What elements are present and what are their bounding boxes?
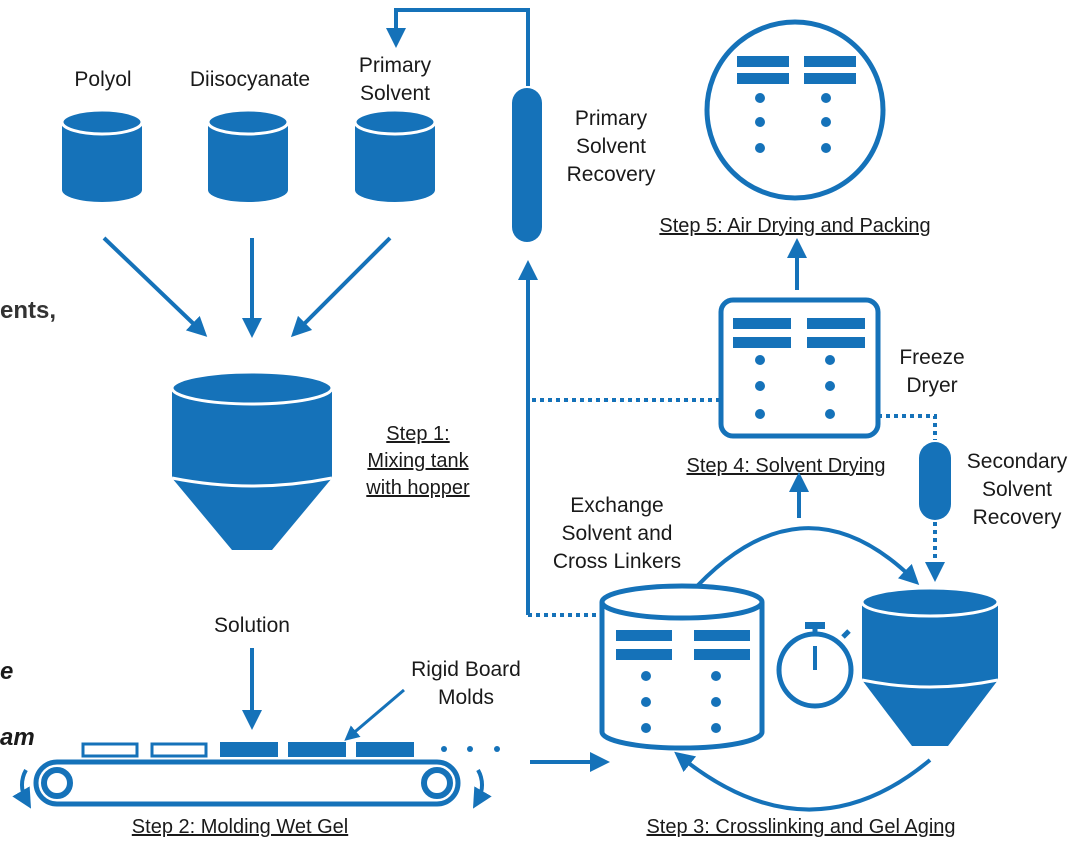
secondary-recovery-label-line1: Secondary	[967, 450, 1068, 473]
recovery-column-icon	[512, 88, 542, 242]
step1-label-line1: Step 1:	[386, 423, 449, 445]
exchange-label-line2: Solvent and	[562, 522, 673, 545]
primary-solvent-label-line2: Solvent	[360, 82, 430, 105]
conveyor-belt-icon	[12, 742, 500, 809]
freeze-dryer-label-line2: Dryer	[906, 374, 957, 397]
arrow-vat-to-hopper	[686, 526, 920, 598]
polyol-tank	[60, 108, 144, 202]
step5-label: Step 5: Air Drying and Packing	[659, 215, 930, 237]
step4-label: Step 4: Solvent Drying	[687, 455, 886, 477]
solution-label: Solution	[214, 614, 290, 637]
primary-solvent-tank	[353, 108, 437, 202]
secondary-recovery-column-icon	[919, 442, 951, 520]
arrow-solvent-to-mixer	[290, 236, 392, 338]
mixing-hopper-icon	[170, 370, 334, 550]
arrow-polyol-to-mixer	[102, 236, 208, 337]
secondary-recovery-label-line2: Solvent	[982, 478, 1052, 501]
dotted-line-dryer-to-secondary	[878, 414, 937, 440]
exchange-vat-icon	[599, 583, 765, 751]
cropped-text-ents: ents,	[0, 297, 56, 324]
cropped-text-am: am	[0, 724, 35, 751]
diisocyanate-tank	[206, 108, 290, 202]
primary-recovery-label-line2: Solvent	[576, 135, 646, 158]
step1-label-line3: with hopper	[365, 477, 470, 499]
exchange-label-line3: Cross Linkers	[553, 550, 681, 573]
diisocyanate-label: Diisocyanate	[190, 68, 310, 91]
stopwatch-icon	[776, 622, 854, 709]
packing-circle-icon	[704, 19, 886, 201]
step3-label: Step 3: Crosslinking and Gel Aging	[646, 816, 955, 838]
arrow-molds-pointer	[344, 688, 405, 741]
cropped-text-e: e	[0, 658, 13, 685]
freeze-dryer-icon	[718, 297, 881, 439]
freeze-dryer-label-line1: Freeze	[899, 346, 964, 369]
step1-label-line2: Mixing tank	[367, 450, 469, 472]
polyol-label: Polyol	[74, 68, 131, 91]
exchange-label-line1: Exchange	[570, 494, 663, 517]
primary-recovery-label-line1: Primary	[575, 107, 648, 130]
step2-label: Step 2: Molding Wet Gel	[132, 816, 348, 838]
arrow-hopper-to-vat	[674, 751, 932, 812]
rigid-molds-label-line1: Rigid Board	[411, 658, 521, 681]
primary-recovery-label-line3: Recovery	[567, 163, 656, 186]
aging-hopper-icon	[860, 586, 1000, 746]
primary-solvent-label-line1: Primary	[359, 54, 432, 77]
secondary-recovery-label-line3: Recovery	[973, 506, 1062, 529]
arrow-recovery-to-solvent-tank	[386, 8, 530, 86]
rigid-molds-label-line2: Molds	[438, 686, 494, 709]
